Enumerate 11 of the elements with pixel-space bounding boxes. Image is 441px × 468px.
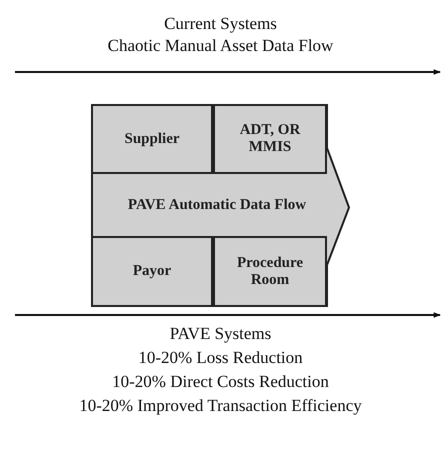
caption-text: 10-20% Improved Transaction Efficiency	[79, 396, 362, 415]
caption-text: Chaotic Manual Asset Data Flow	[108, 36, 334, 55]
caption-text: 10-20% Direct Costs Reduction	[112, 372, 329, 391]
category-box: ADT, OR MMIS	[213, 104, 327, 174]
caption-text: Current Systems	[164, 14, 277, 33]
category-box: Procedure Room	[213, 236, 327, 307]
caption-text: 10-20% Loss Reduction	[138, 348, 303, 367]
category-box: Payor	[91, 236, 213, 307]
category-box: Supplier	[91, 104, 213, 174]
arrow-label: PAVE Automatic Data Flow	[126, 196, 308, 214]
caption-text: PAVE Systems	[170, 324, 272, 343]
